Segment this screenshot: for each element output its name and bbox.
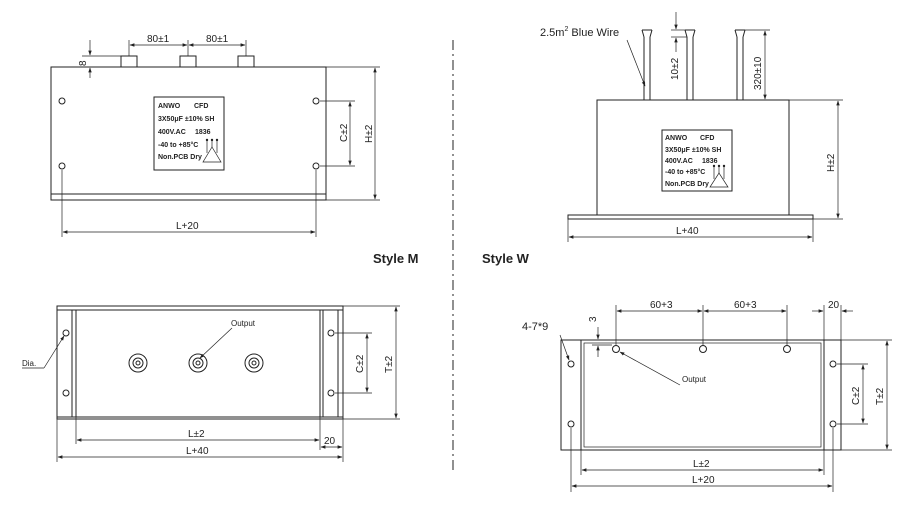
output-m-label: Output <box>231 319 256 328</box>
dim-320-w: 320±10 <box>753 56 764 90</box>
dim-h-top-m: H±2 <box>364 124 375 143</box>
dim-t-bot-w: T±2 <box>875 387 886 405</box>
style-m-bottom-view: Output Dia. C±2 T±2 L±2 20 L+40 <box>22 305 400 462</box>
dim-80-left: 80±1 <box>147 34 170 45</box>
dim-8: 8 <box>78 60 89 66</box>
dim-c-bot-m: C±2 <box>355 354 366 373</box>
np-m-brand: ANWO <box>158 103 181 110</box>
dim-l20-top-m: L+20 <box>176 221 199 232</box>
style-w-side-view: ANWO CFD 3X50μF ±10% SH 400V.AC 1836 -40… <box>540 12 843 242</box>
np-w-code: 1836 <box>702 158 718 165</box>
dim-20-bot-m: 20 <box>324 436 336 447</box>
dia-label: Dia. <box>22 359 36 368</box>
dim-60-left: 60+3 <box>650 300 673 311</box>
dim-60-right: 60+3 <box>734 300 757 311</box>
np-m-dry: Non.PCB Dry <box>158 154 202 161</box>
np-w-type: CFD <box>700 135 714 142</box>
style-w-bottom-view: 60+3 60+3 20 3 4-7*9 Output C±2 T±2 L± <box>522 300 892 492</box>
output-w-label: Output <box>682 375 707 384</box>
dim-l-bot-m: L±2 <box>188 429 205 440</box>
np-w-brand: ANWO <box>665 135 688 142</box>
style-w-label: Style W <box>482 251 530 266</box>
dim-3-bw: 3 <box>588 316 599 322</box>
dim-t-bot-m: T±2 <box>384 355 395 373</box>
dim-l20-bot-w: L+20 <box>692 475 715 486</box>
np-w-capacitance: 3X50μF ±10% SH <box>665 147 721 154</box>
style-m-side-view: ANWO CFD 3X50μF ±10% SH 400V.AC 1836 -40… <box>50 34 380 237</box>
np-m-code: 1836 <box>195 129 211 136</box>
dim-h-top-w: H±2 <box>826 153 837 172</box>
dim-l-bot-w: L±2 <box>693 459 710 470</box>
blue-wire-label: 2.5m2 Blue Wire <box>540 26 619 39</box>
np-m-capacitance: 3X50μF ±10% SH <box>158 116 214 123</box>
dim-l40-top-w: L+40 <box>676 226 699 237</box>
np-w-temp: -40 to +85°C <box>665 168 705 176</box>
dim-c-top-m: C±2 <box>339 123 350 142</box>
np-m-type: CFD <box>194 103 208 110</box>
delta-symbol-icon <box>709 164 729 188</box>
dim-10-w: 10±2 <box>670 57 681 80</box>
dim-80-right: 80±1 <box>206 34 229 45</box>
delta-symbol-icon <box>202 138 222 163</box>
holes-label: 4-7*9 <box>522 321 548 333</box>
dim-c-bot-w: C±2 <box>851 386 862 405</box>
np-m-voltage: 400V.AC <box>158 129 186 136</box>
dim-20-top-bw: 20 <box>828 300 840 311</box>
style-m-label: Style M <box>373 251 419 266</box>
dim-l40-bot-m: L+40 <box>186 446 209 457</box>
np-w-dry: Non.PCB Dry <box>665 181 709 188</box>
np-m-temp: -40 to +85°C <box>158 141 198 149</box>
np-w-voltage: 400V.AC <box>665 158 693 165</box>
